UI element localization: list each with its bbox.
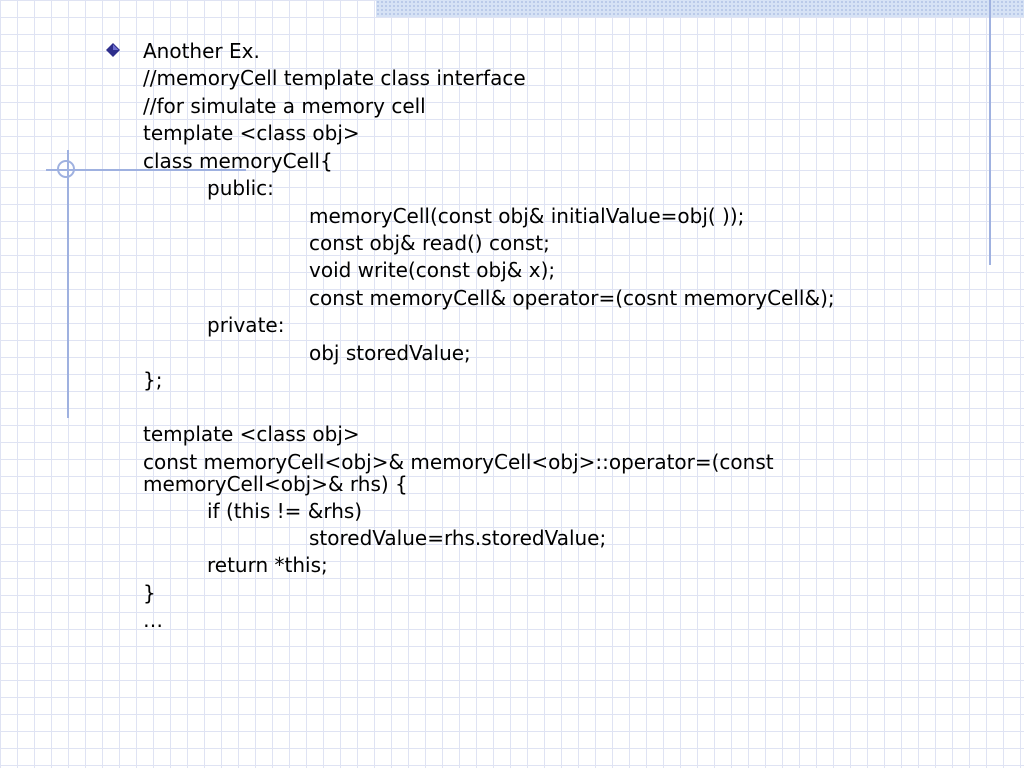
left-decorative-line [67,150,69,418]
code-line: memoryCell<obj>& rhs) { [143,472,408,496]
slide-heading: Another Ex. [143,39,260,63]
code-line: memoryCell(const obj& initialValue=obj( … [309,204,745,228]
decorative-circle [57,160,75,178]
ellipsis-line: … [143,608,163,632]
code-line: obj storedValue; [309,341,471,365]
code-line: template <class obj> [143,422,360,446]
code-line: } [143,581,156,605]
code-line: storedValue=rhs.storedValue; [309,526,607,550]
code-comment-line: //memoryCell template class interface [143,66,526,90]
code-line: const memoryCell& operator=(cosnt memory… [309,286,835,310]
code-line: }; [143,368,163,392]
code-line: if (this != &rhs) [207,499,363,523]
code-line: class memoryCell{ [143,149,333,173]
diamond-bullet-icon [106,43,120,57]
right-decorative-line [989,0,991,265]
top-decorative-band [376,0,1024,17]
code-line: public: [207,176,274,200]
code-line: return *this; [207,553,328,577]
code-line: private: [207,313,285,337]
code-line: template <class obj> [143,121,360,145]
left-horizontal-decorative-line [46,169,246,171]
code-comment-line: //for simulate a memory cell [143,94,426,118]
code-line: const obj& read() const; [309,231,550,255]
code-line: const memoryCell<obj>& memoryCell<obj>::… [143,450,774,474]
code-line: void write(const obj& x); [309,258,556,282]
